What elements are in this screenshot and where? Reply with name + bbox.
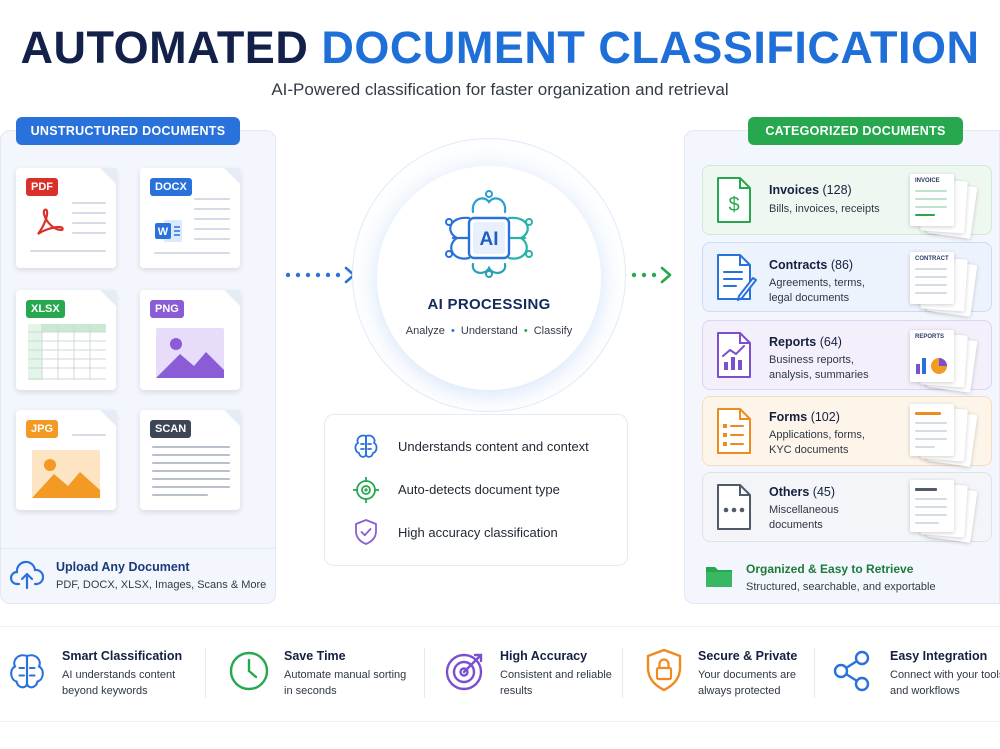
benefit-accuracy-title: High Accuracy xyxy=(500,649,588,663)
feature-auto-detect: Auto-detects document type xyxy=(398,482,560,497)
word-icon: W xyxy=(155,220,182,242)
title-accent: DOCUMENT CLASSIFICATION xyxy=(321,22,980,73)
invoice-thumb: INVOICE xyxy=(910,174,954,226)
others-desc: Miscellaneous documents xyxy=(769,504,839,531)
jpg-document[interactable]: JPG xyxy=(16,410,116,510)
xlsx-document[interactable]: XLSX xyxy=(16,290,116,390)
svg-text:W: W xyxy=(158,226,169,238)
png-document[interactable]: PNG xyxy=(140,290,240,390)
lock-icon xyxy=(646,648,682,692)
page-subtitle: AI-Powered classification for faster org… xyxy=(271,80,729,99)
benefit-time-title: Save Time xyxy=(284,649,346,663)
benefit-secure-title: Secure & Private xyxy=(698,649,798,663)
benefits-bar xyxy=(0,626,1000,722)
ai-processing-steps: Analyze • Understand • Classify xyxy=(405,325,573,337)
invoices-label: Invoices (128) xyxy=(769,183,852,197)
input-arrow-icon xyxy=(285,266,356,284)
acrobat-icon xyxy=(37,208,64,235)
jpg-tag: JPG xyxy=(26,420,59,438)
folder-icon xyxy=(706,567,732,587)
title-main: AUTOMATED xyxy=(20,22,309,73)
report-thumb: REPORTS xyxy=(910,330,954,382)
step-analyze: Analyze xyxy=(405,325,445,337)
png-tag: PNG xyxy=(150,300,184,318)
benefit-smart-title: Smart Classification xyxy=(62,649,183,663)
report-chart-icon xyxy=(916,358,947,374)
share-icon xyxy=(833,650,870,692)
benefit-accuracy-line2: results xyxy=(500,685,533,697)
unstructured-heading: UNSTRUCTURED DOCUMENTS xyxy=(16,117,240,145)
organized-title: Organized & Easy to Retrieve xyxy=(746,562,914,576)
spreadsheet-icon xyxy=(28,324,106,380)
upload-subtitle: PDF, DOCX, XLSX, Images, Scans & More xyxy=(56,579,267,591)
contracts-label: Contracts (86) xyxy=(769,258,854,272)
ai-chip-icon: AI xyxy=(445,190,533,278)
target-icon xyxy=(445,653,483,691)
benefit-divider xyxy=(622,648,623,698)
invoices-desc: Bills, invoices, receipts xyxy=(769,203,880,215)
categorized-heading: CATEGORIZED DOCUMENTS xyxy=(748,117,963,145)
photo-icon xyxy=(32,450,100,498)
benefit-accuracy-line1: Consistent and reliable xyxy=(500,669,612,681)
other-document-icon xyxy=(717,484,751,530)
shield-check-icon xyxy=(355,519,377,545)
svg-text:$: $ xyxy=(728,194,739,216)
pdf-document[interactable]: PDF xyxy=(16,168,116,268)
pdf-tag: PDF xyxy=(26,178,58,196)
brain-icon xyxy=(10,654,44,689)
docx-tag: DOCX xyxy=(150,178,192,196)
upload-title: Upload Any Document xyxy=(56,560,190,574)
xlsx-tag: XLSX xyxy=(26,300,65,318)
form-icon xyxy=(717,408,751,454)
benefit-smart-line1: AI understands content xyxy=(62,669,176,681)
forms-desc: Applications, forms, KYC documents xyxy=(769,429,865,456)
benefit-secure-line1: Your documents are xyxy=(698,669,797,681)
benefit-integration-line2: and workflows xyxy=(890,685,960,697)
target-icon xyxy=(353,477,379,503)
contract-thumb: CONTRACT xyxy=(910,252,954,304)
ai-processing-title: AI PROCESSING xyxy=(427,296,551,313)
benefit-divider xyxy=(424,648,425,698)
contract-icon xyxy=(717,254,757,301)
benefit-integration-title: Easy Integration xyxy=(890,649,988,663)
step-classify: Classify xyxy=(533,325,573,337)
reports-desc: Business reports, analysis, summaries xyxy=(769,354,869,381)
invoice-icon: $ xyxy=(717,177,751,223)
benefit-time-line1: Automate manual sorting xyxy=(284,669,407,681)
scan-document[interactable]: SCAN xyxy=(140,410,240,510)
benefit-divider xyxy=(205,648,206,698)
page-title: AUTOMATED DOCUMENT CLASSIFICATION xyxy=(0,22,1000,74)
step-understand: Understand xyxy=(460,325,518,337)
benefit-integration-line1: Connect with your tools xyxy=(890,669,1000,681)
feature-understands: Understands content and context xyxy=(398,439,589,454)
clock-icon xyxy=(229,651,269,691)
image-icon xyxy=(156,328,224,378)
brain-icon xyxy=(354,434,378,458)
benefit-smart-line2: beyond keywords xyxy=(62,685,148,697)
upload-area[interactable] xyxy=(0,548,276,604)
feature-accuracy: High accuracy classification xyxy=(398,525,558,540)
report-icon xyxy=(717,332,751,378)
form-thumb xyxy=(910,404,954,456)
upload-cloud-icon[interactable] xyxy=(10,560,44,590)
benefit-divider xyxy=(814,648,815,698)
contracts-desc: Agreements, terms, legal documents xyxy=(769,277,865,304)
benefit-time-line2: in seconds xyxy=(284,685,337,697)
forms-label: Forms (102) xyxy=(769,410,840,424)
others-label: Others (45) xyxy=(769,485,836,499)
ai-chip-label: AI xyxy=(480,229,499,250)
scan-tag: SCAN xyxy=(150,420,192,438)
docx-document[interactable]: DOCX W xyxy=(140,168,240,268)
reports-label: Reports (64) xyxy=(769,335,842,349)
benefit-secure-line2: always protected xyxy=(698,685,781,697)
other-thumb xyxy=(910,480,954,532)
organized-subtitle: Structured, searchable, and exportable xyxy=(746,581,936,593)
